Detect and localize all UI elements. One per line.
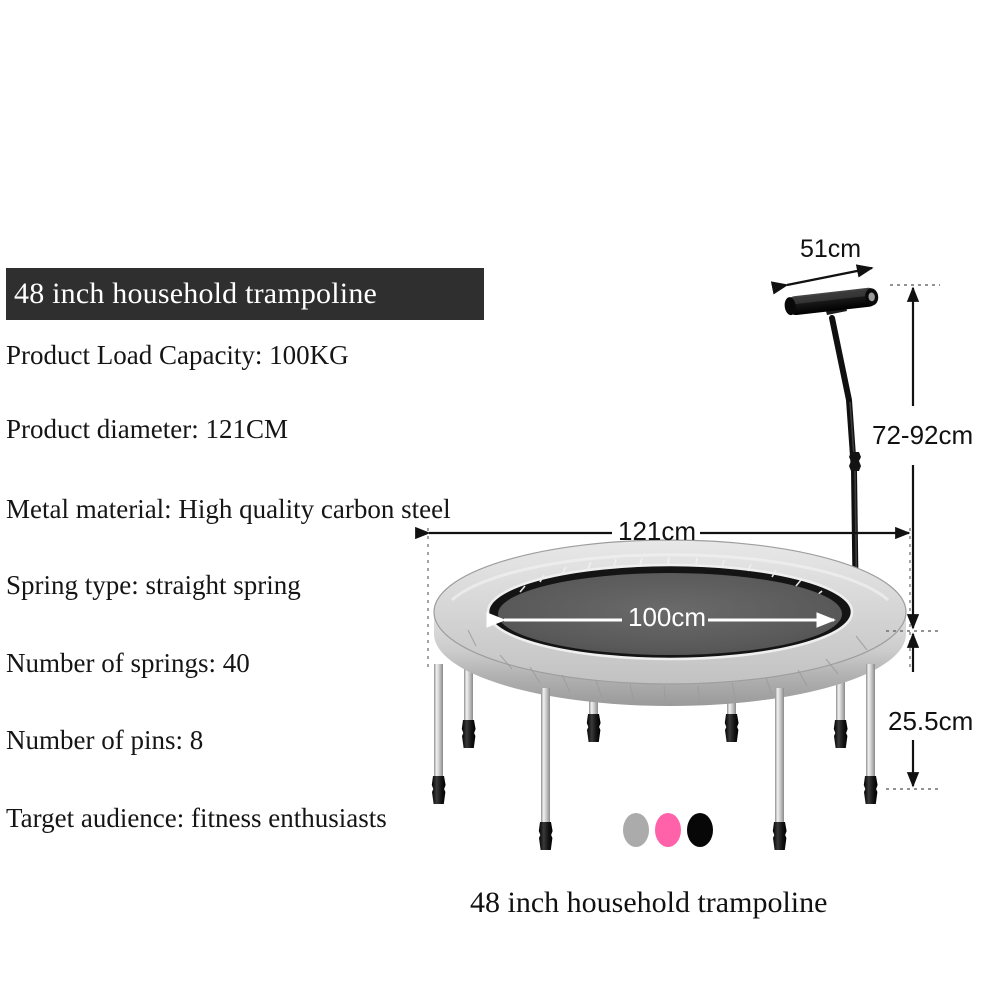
spec-number-of-pins: Number of pins: 8 <box>6 725 204 755</box>
pink-swatch[interactable] <box>655 813 681 847</box>
product-title: 48 inch household trampoline <box>14 277 378 310</box>
color-options <box>623 813 715 849</box>
trampoline-front-legs <box>431 664 878 850</box>
spec-diameter: Product diameter: 121CM <box>6 414 288 444</box>
dim-line-handlebar-width <box>770 264 874 295</box>
dim-label-handle-height: 72-92cm <box>872 420 974 450</box>
spec-spring-type: Spring type: straight spring <box>6 570 301 600</box>
gray-swatch[interactable] <box>623 813 649 847</box>
dim-label-mat-diameter: 100cm <box>628 602 707 632</box>
dim-label-handlebar-width: 51cm <box>800 235 862 263</box>
trampoline-handle-bar <box>784 287 879 623</box>
product-caption: 48 inch household trampoline <box>470 886 828 919</box>
spec-load-capacity: Product Load Capacity: 100KG <box>6 340 349 370</box>
black-swatch[interactable] <box>687 813 713 847</box>
spec-metal-material: Metal material: High quality carbon stee… <box>6 494 451 524</box>
spec-target-audience: Target audience: fitness enthusiasts <box>6 803 387 833</box>
dim-label-frame-height: 25.5cm <box>888 706 974 736</box>
dimension-annotations <box>415 264 940 790</box>
trampoline-frame-pad <box>433 539 907 706</box>
spec-number-of-springs: Number of springs: 40 <box>6 648 250 678</box>
product-title-banner: 48 inch household trampoline <box>6 268 484 320</box>
dim-label-frame-diameter: 121cm <box>618 516 697 546</box>
